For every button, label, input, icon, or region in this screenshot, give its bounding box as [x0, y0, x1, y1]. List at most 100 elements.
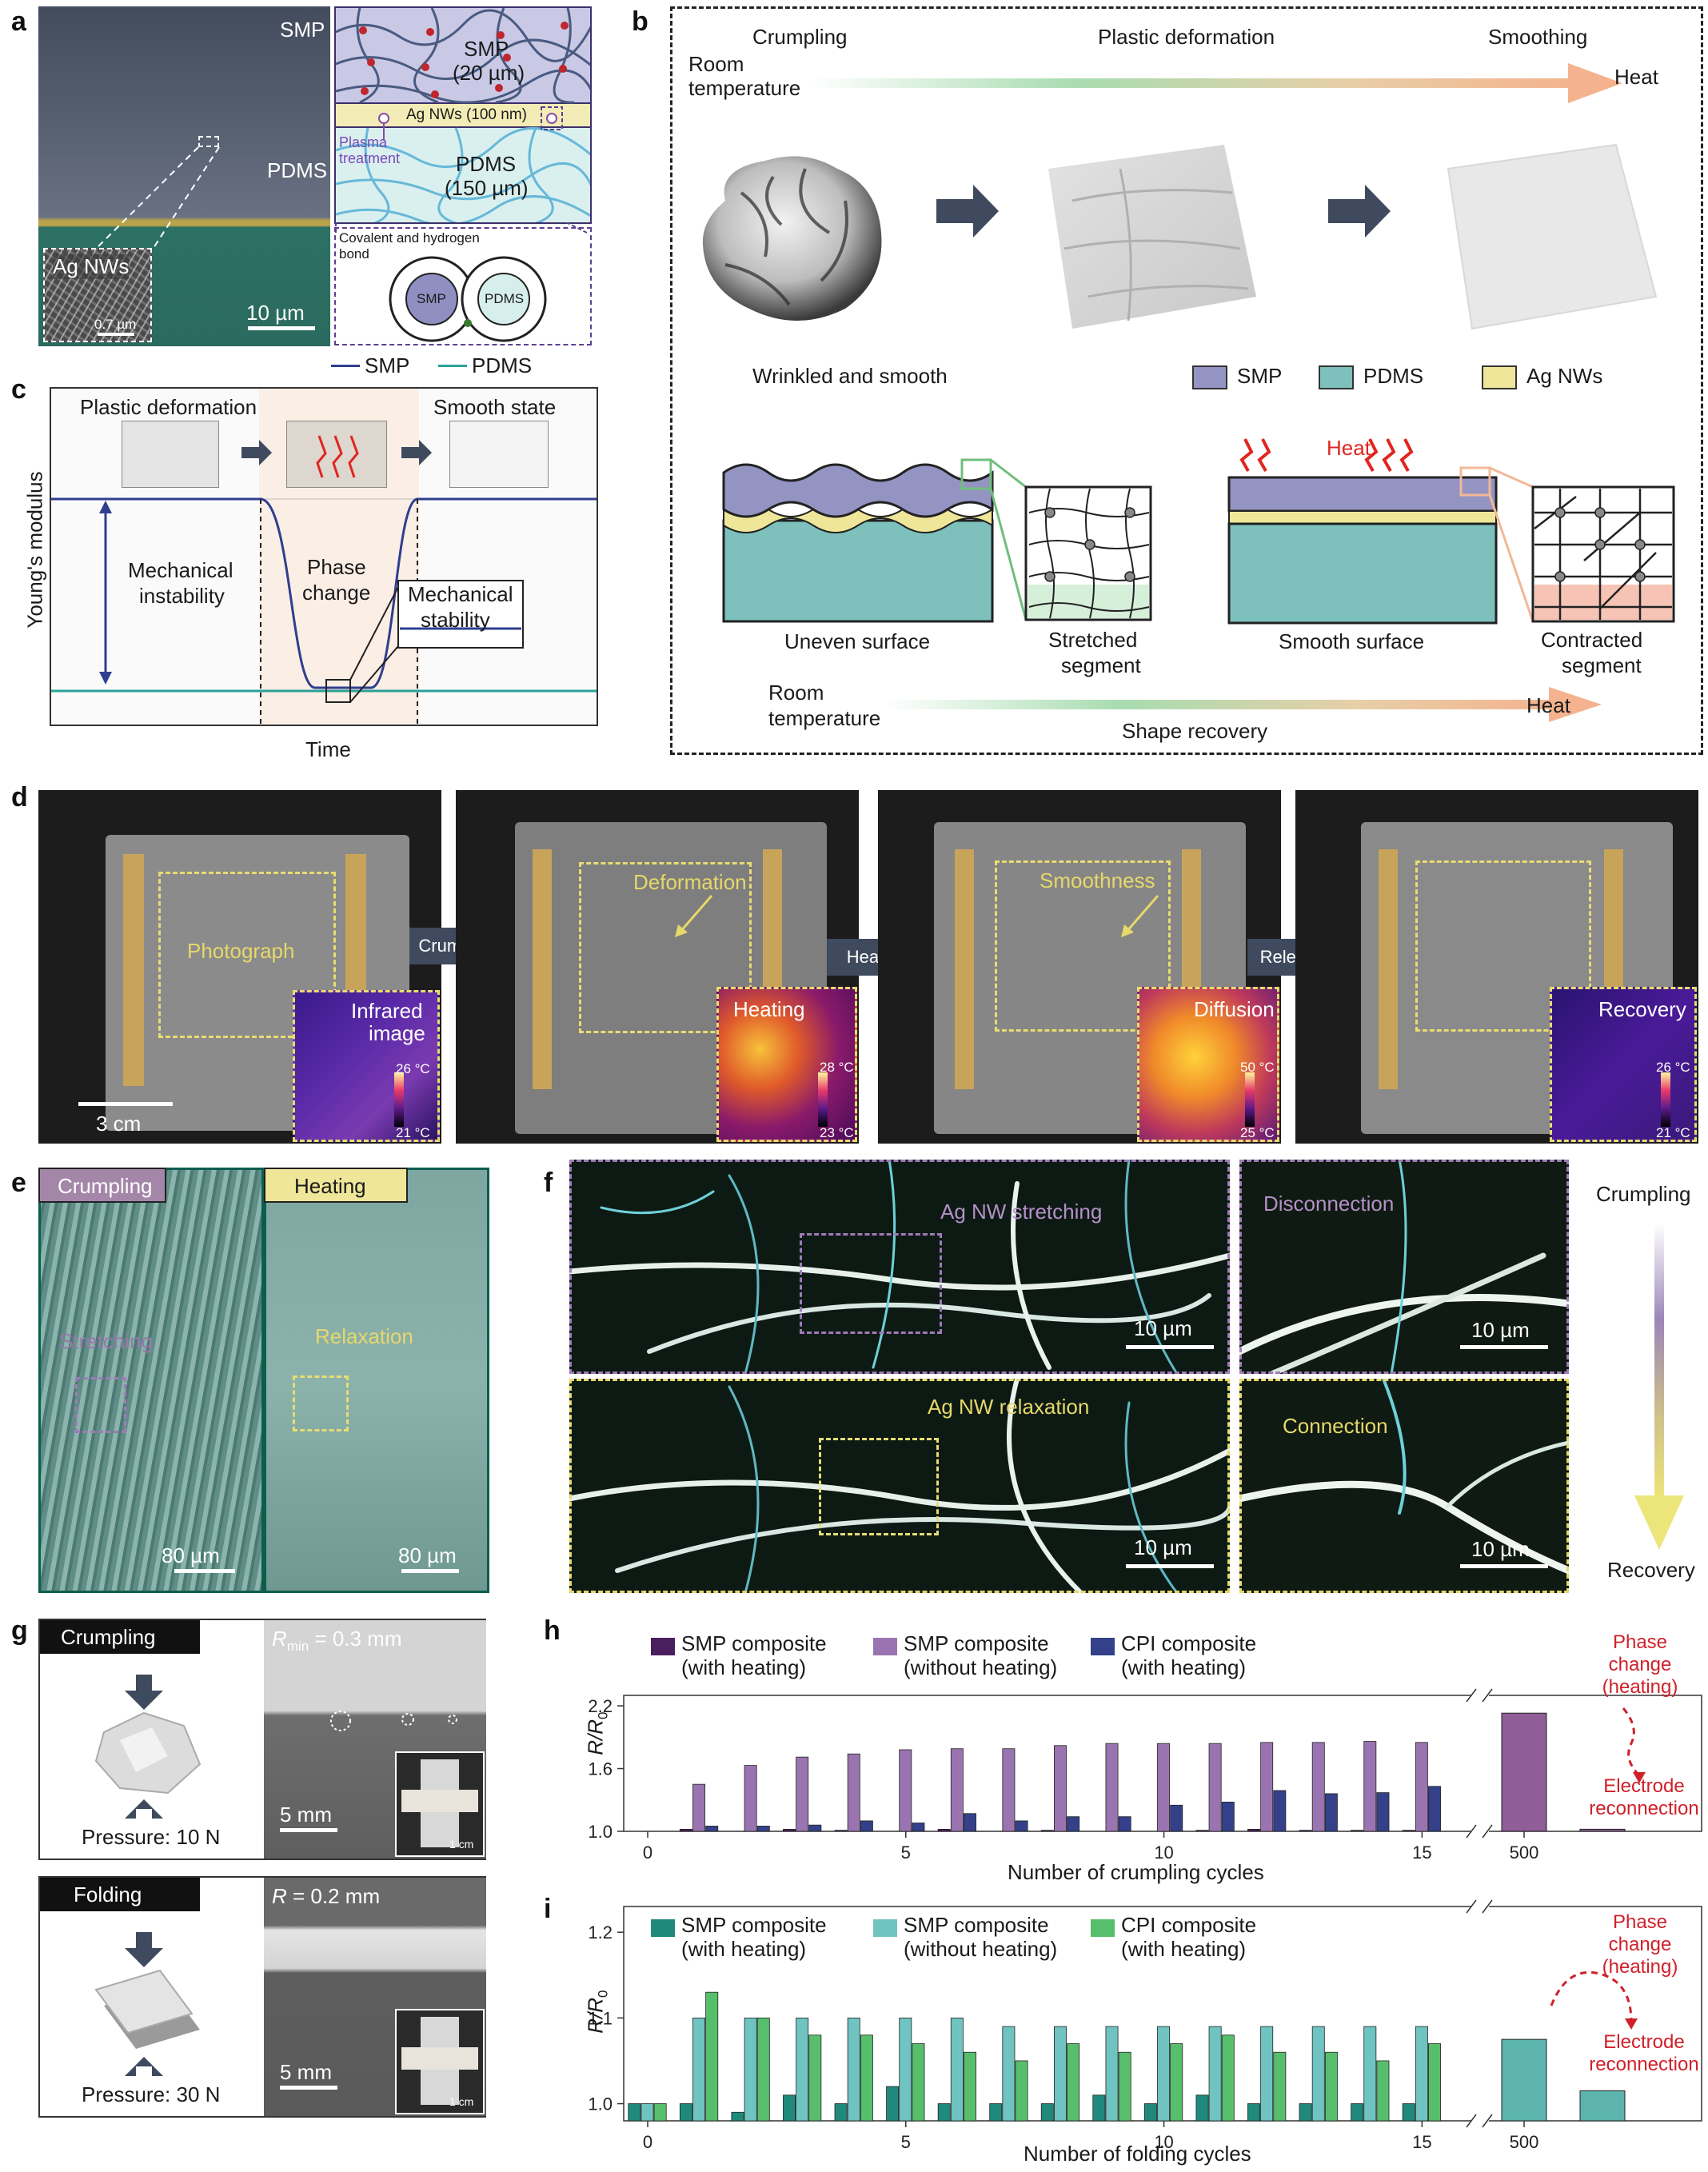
i-ylabel-text: R/R [583, 1997, 608, 2034]
fluor-crumpling-zoom: Disconnection 10 µm [1239, 1160, 1569, 1374]
photo-2: Deformation Heating 28 °C 23 °C [456, 790, 859, 1144]
h-ylabel: R/R0 [584, 1711, 612, 1755]
legend-smp-line [331, 365, 360, 367]
wrinkled-label: Wrinkled and smooth [752, 364, 948, 388]
sem-scale-label: 10 µm [246, 301, 305, 325]
x-tick-label: 5 [901, 2132, 911, 2152]
i-ann-2: change [1608, 1934, 1672, 1955]
bar [1040, 2103, 1054, 2122]
h-legend-2a: SMP composite [904, 1631, 1049, 1655]
bar [679, 1828, 692, 1832]
e-scalebar-2 [401, 1569, 459, 1573]
polymer-network [336, 8, 590, 222]
bar [1092, 2094, 1106, 2122]
legend-pdms-swatch [1319, 365, 1354, 389]
heat-label-diagram: Heat [1327, 436, 1371, 460]
bar [1067, 1816, 1080, 1832]
y-tick-label: 1.0 [588, 2094, 613, 2114]
bar [808, 1824, 822, 1832]
h-annotation-2: Electrode reconnection [1580, 1775, 1708, 1820]
panel-label-e: e [11, 1168, 26, 1198]
fluor-recovery-wide: Ag NW relaxation 10 µm [569, 1379, 1230, 1593]
bar [1105, 1743, 1119, 1832]
bar [756, 1826, 770, 1832]
temp-hi-2: 28 °C [820, 1060, 854, 1075]
g-scalebar-1 [280, 1828, 337, 1832]
r-value: = 0.2 mm [286, 1884, 381, 1908]
panel-b-frame: Crumpling Plastic deformation Smoothing … [670, 6, 1703, 755]
arrow-icon [936, 185, 999, 238]
bar [847, 2017, 860, 2122]
bar [1053, 1745, 1067, 1832]
c-xlabel: Time [305, 737, 351, 761]
infrared-label-1: Infrared [351, 999, 423, 1023]
bar [1376, 1792, 1390, 1832]
h-legend-swatch-2 [873, 1638, 897, 1655]
bar [796, 2017, 809, 2122]
x-tick-label: 10 [1154, 2132, 1173, 2152]
f-scale-3: 10 µm [1134, 1535, 1192, 1559]
circle-smp-label: SMP [417, 291, 446, 306]
bar [1157, 1743, 1171, 1832]
pressure-1: Pressure: 10 N [82, 1825, 221, 1849]
bar [1363, 1741, 1377, 1832]
step-plastic-deformation: Plastic deformation [1098, 25, 1275, 49]
h-ann-4: Electrode [1603, 1775, 1685, 1797]
bar [796, 1756, 809, 1832]
h-ann-5: reconnection [1589, 1798, 1699, 1819]
bar [731, 2111, 744, 2122]
h-legend-2b: (without heating) [904, 1655, 1058, 1679]
crumpling-recovery-arrow [1634, 1224, 1684, 1550]
bar [1157, 2026, 1171, 2122]
crumpling-crosssection: Rmin = 0.3 mm 5 mm 1 cm [264, 1620, 486, 1859]
x-tick-label: 15 [1412, 2132, 1431, 2152]
photo-1: Photograph 3 cm Infrared image 26 °C 21 … [38, 790, 441, 1144]
bar [1170, 1804, 1183, 1832]
axis-break-gap [1471, 1692, 1489, 1835]
plasma-label-2: treatment [339, 150, 401, 166]
bond-schematic: Covalent and hydrogen bond SMP PDMS [334, 227, 592, 345]
bar [912, 2043, 925, 2122]
bar [860, 2034, 873, 2122]
e-scalebar-1 [174, 1569, 235, 1573]
f-scalebar-3 [1126, 1564, 1214, 1568]
thumb-smooth [449, 421, 549, 488]
temp-lo-3: 25 °C [1240, 1125, 1275, 1140]
x-tick-label: 0 [643, 2132, 652, 2152]
axis-break-mark [1482, 2114, 1493, 2128]
i-ann-4: Electrode [1603, 2031, 1685, 2053]
bottom-gradient-arrow [885, 687, 1602, 722]
x-tick-label: 15 [1412, 1843, 1431, 1863]
step-smoothing: Smoothing [1488, 25, 1588, 49]
rmin-value: = 0.3 mm [309, 1627, 402, 1651]
h-ann-2: change [1608, 1654, 1672, 1675]
bar [1299, 2103, 1312, 2122]
uneven-surface-diagram [722, 458, 1152, 623]
bar [653, 2103, 667, 2122]
legend-smp-swatch [1192, 365, 1227, 389]
schematic-pdms-thickness: (150 µm) [445, 176, 529, 200]
contracted-label-1: Contracted [1541, 628, 1643, 652]
d-scalebar [78, 1102, 173, 1106]
f-scalebar-1 [1126, 1345, 1214, 1349]
legend-pdms: PDMS [1363, 364, 1424, 388]
f-scale-4: 10 µm [1471, 1537, 1530, 1561]
radius-markers [330, 1711, 457, 1731]
bar [1311, 2026, 1325, 2122]
h-legend-3a: CPI composite [1121, 1631, 1257, 1655]
thumb-deformed [122, 421, 219, 488]
f-crumpling-label: Crumpling [1596, 1182, 1691, 1206]
temp-hi-3: 50 °C [1240, 1060, 1275, 1075]
bond-label-2: bond [339, 246, 369, 262]
e-scale-2: 80 µm [398, 1543, 457, 1567]
d-scale-label: 3 cm [96, 1112, 142, 1136]
bar [1376, 2060, 1390, 2122]
arrow-icon [675, 895, 713, 937]
bar [628, 2103, 641, 2122]
bar [912, 1823, 925, 1832]
zoom-lines [94, 146, 220, 251]
step-crumpling: Crumpling [752, 25, 848, 49]
annotation-arrow [1550, 1970, 1633, 2022]
x-tick-label: 500 [1510, 2132, 1539, 2152]
i-legend-swatch-1 [651, 1919, 675, 1937]
